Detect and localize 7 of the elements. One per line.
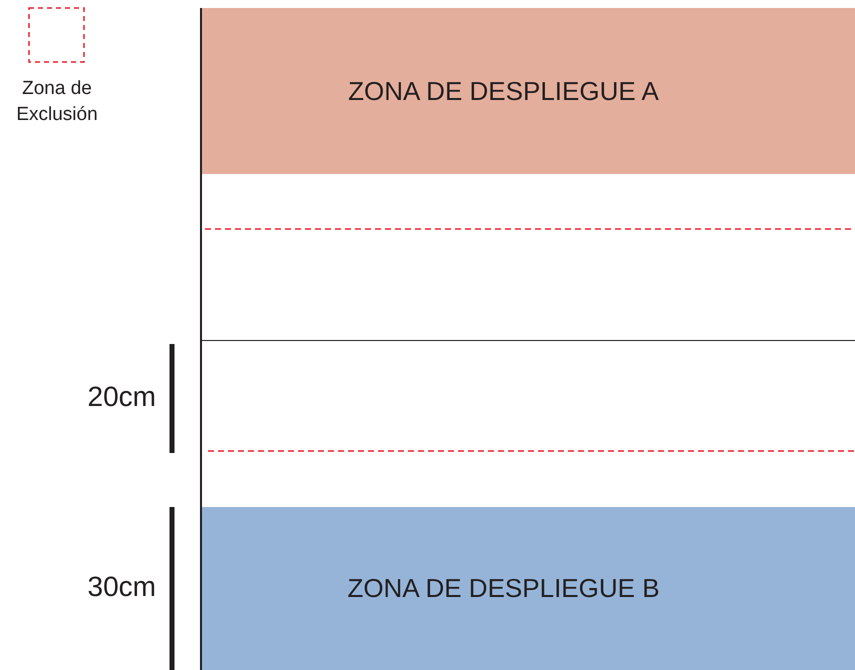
dimension-label: 20cm [88, 381, 156, 413]
deployment-zone [202, 8, 855, 174]
legend-label: Zona de Exclusión [15, 77, 99, 127]
dimension-label: 30cm [88, 571, 156, 603]
zone-label: ZONA DE DESPLIEGUE A [348, 76, 660, 106]
deployment-zone [202, 507, 855, 670]
zone-label: ZONA DE DESPLIEGUE B [347, 573, 661, 604]
